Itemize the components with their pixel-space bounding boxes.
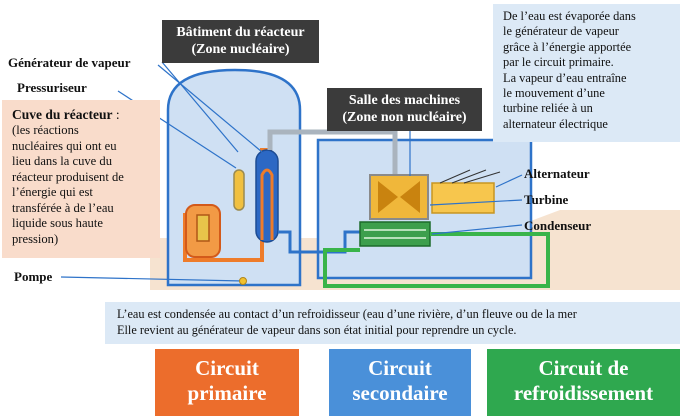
cuve-line: (les réactions (12, 123, 79, 137)
pressuriser (233, 169, 245, 211)
bottom-note-line1: L’eau est condensée au contact d’un refr… (117, 307, 577, 321)
pointer-turbine (429, 199, 523, 206)
label-generateur: Générateur de vapeur (8, 55, 131, 70)
pointer-reactor-title (161, 61, 239, 153)
cuve-line: pression) (12, 231, 59, 246)
secondary-return-pipe (278, 230, 365, 254)
vapeur-note-line: turbine reliée à un (503, 101, 593, 116)
cuve-line: liquide sous haute (12, 216, 103, 230)
turbine-blades (378, 181, 420, 213)
pump (239, 277, 247, 285)
legend-primaire-line1: Circuit (195, 356, 259, 380)
legend-secondaire-line1: Circuit (368, 356, 432, 380)
vapeur-note-line: La vapeur d’eau entraîne (503, 70, 627, 85)
steam-generator-tubes (260, 168, 274, 240)
legend-refroidissement-line2: refroidissement (513, 381, 654, 405)
pointer-pompe (60, 276, 244, 282)
legend-circuit-primaire: Circuit primaire (155, 349, 299, 416)
cuve-note: Cuve du réacteur : (les réactions nucléa… (2, 100, 160, 258)
reactor-title-line2: (Zone nucléaire) (191, 42, 290, 57)
bottom-note: L’eau est condensée au contact d’un refr… (105, 302, 680, 344)
label-alternateur: Alternateur (524, 166, 590, 181)
cooling-circuit-pipe (323, 232, 550, 288)
legend-circuit-refroidissement: Circuit de refroidissement (487, 349, 680, 416)
vapeur-note-line: De l’eau est évaporée dans (503, 9, 636, 23)
cuve-line: réacteur produisent de (12, 169, 124, 184)
label-turbine: Turbine (524, 192, 569, 207)
steam-generator (255, 149, 279, 243)
vapeur-note-line: alternateur électrique (503, 116, 608, 131)
label-pompe: Pompe (14, 269, 53, 284)
cuve-title-sep: : (112, 107, 120, 122)
label-condenseur: Condenseur (524, 218, 592, 233)
label-pressuriseur: Pressuriseur (17, 80, 87, 95)
legend-circuit-secondaire: Circuit secondaire (329, 349, 471, 416)
condenser-coil (364, 229, 426, 239)
alternator (431, 182, 495, 214)
legend-primaire-line2: primaire (187, 381, 267, 405)
pointer-generateur (157, 64, 263, 153)
vapeur-note-line: le générateur de vapeur (503, 24, 619, 39)
vapeur-note-line: grâce à l’énergie apportée (503, 39, 632, 54)
legend-refroidissement-line1: Circuit de (538, 356, 629, 380)
machines-title-line2: (Zone non nucléaire) (342, 110, 467, 125)
cuve-line: transférée à de l’eau (12, 200, 114, 215)
cuve-line: l’énergie qui est (12, 185, 93, 199)
legend-secondaire-line2: secondaire (352, 381, 448, 405)
condenser (359, 221, 431, 247)
machines-title-line1: Salle des machines (348, 93, 461, 108)
cuve-title-row: Cuve du réacteur : (12, 106, 160, 123)
cuve-line: nucléaires qui ont eu (12, 138, 117, 153)
pointer-alternateur (495, 174, 523, 188)
vapeur-note: De l’eau est évaporée dans le générateur… (493, 4, 680, 142)
reactor-building-title: Bâtiment du réacteur (Zone nucléaire) (162, 20, 319, 63)
reactor-title-line1: Bâtiment du réacteur (176, 25, 305, 40)
bottom-note-line2: Elle revient au générateur de vapeur dan… (117, 323, 517, 337)
reactor-core (196, 214, 210, 242)
machine-hall-title: Salle des machines (Zone non nucléaire) (327, 88, 482, 131)
steam-pipe (267, 129, 398, 176)
pointer-condenseur (431, 224, 523, 235)
vapeur-note-line: par le circuit primaire. (503, 55, 614, 70)
cuve-title: Cuve du réacteur (12, 107, 113, 122)
vapeur-note-line: le mouvement d’une (503, 86, 605, 101)
cuve-line: lieu dans la cuve du (12, 154, 113, 168)
alternator-wires (439, 169, 501, 184)
